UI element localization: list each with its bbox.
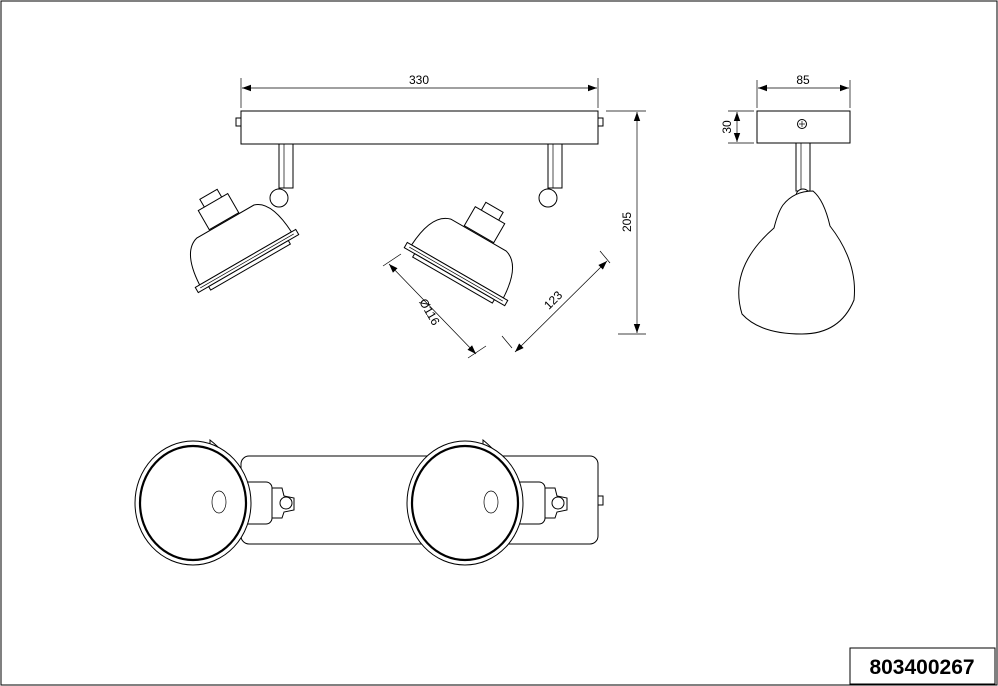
dimension-width-label: 330 xyxy=(409,73,429,87)
dimension-shade-length-label: 123 xyxy=(541,288,565,312)
article-number-box: 803400267 xyxy=(849,647,996,685)
front-view: 330 xyxy=(190,73,646,359)
end-cap-left xyxy=(235,117,242,127)
dimension-shade-diameter-label: Ø116 xyxy=(416,296,443,328)
mounting-bar xyxy=(240,110,599,145)
dimension-height: 205 xyxy=(606,110,646,335)
top-view xyxy=(134,438,604,566)
top-lamp-right xyxy=(406,438,568,566)
side-shade xyxy=(738,190,855,335)
dimension-height-label: 205 xyxy=(620,212,634,232)
dimension-width: 330 xyxy=(240,73,599,108)
screw-icon xyxy=(797,119,807,129)
article-number: 803400267 xyxy=(869,656,974,679)
side-mounting-plate xyxy=(756,110,851,144)
dimension-plate-height-label: 30 xyxy=(720,120,734,134)
dimension-depth: 85 xyxy=(756,73,851,108)
spotlight-left xyxy=(190,143,300,294)
side-view: 85 30 xyxy=(720,73,855,335)
spotlight-right xyxy=(403,143,563,307)
top-lamp-left xyxy=(134,438,295,566)
dimension-depth-label: 85 xyxy=(796,73,810,87)
end-cap-right xyxy=(597,117,604,127)
dimension-plate-height: 30 xyxy=(720,110,754,144)
dimension-shade-length: 123 xyxy=(501,250,611,353)
